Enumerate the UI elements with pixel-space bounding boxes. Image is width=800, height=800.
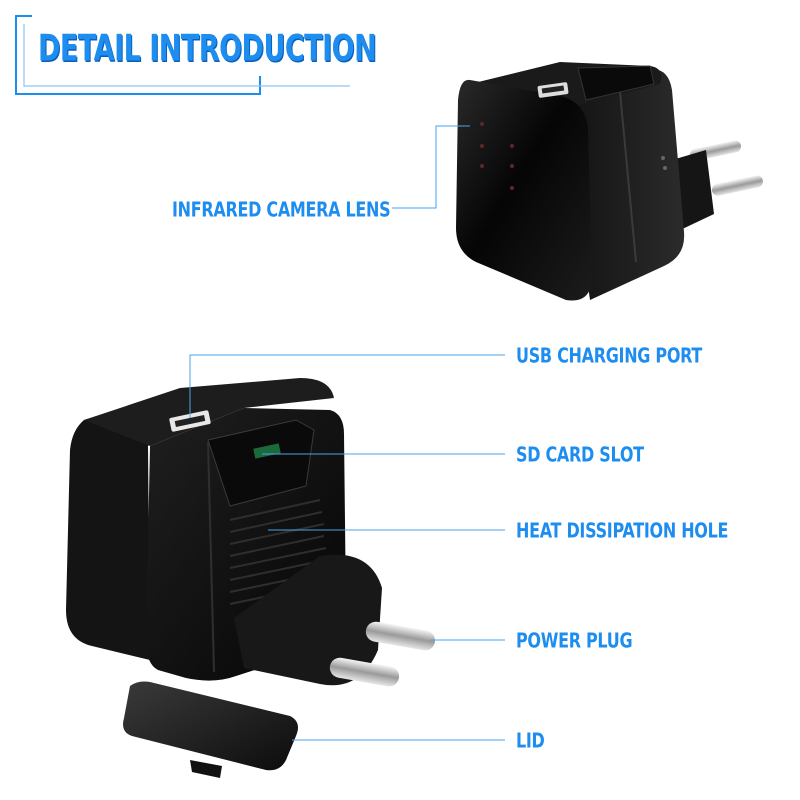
leader-lines	[189, 125, 505, 741]
top-device	[456, 62, 763, 301]
label-usb-charging-port: USB CHARGING PORT	[516, 343, 703, 368]
page-title: DETAIL INTRODUCTION	[38, 28, 377, 70]
label-lid: LID	[516, 728, 545, 753]
label-power-plug: POWER PLUG	[516, 628, 633, 653]
bottom-device	[66, 378, 436, 778]
label-infrared-camera-lens: INFRARED CAMERA LENS	[172, 197, 391, 222]
label-sd-card-slot: SD CARD SLOT	[516, 442, 644, 467]
title-frame	[15, 15, 350, 95]
label-heat-dissipation-hole: HEAT DISSIPATION HOLE	[516, 518, 729, 543]
